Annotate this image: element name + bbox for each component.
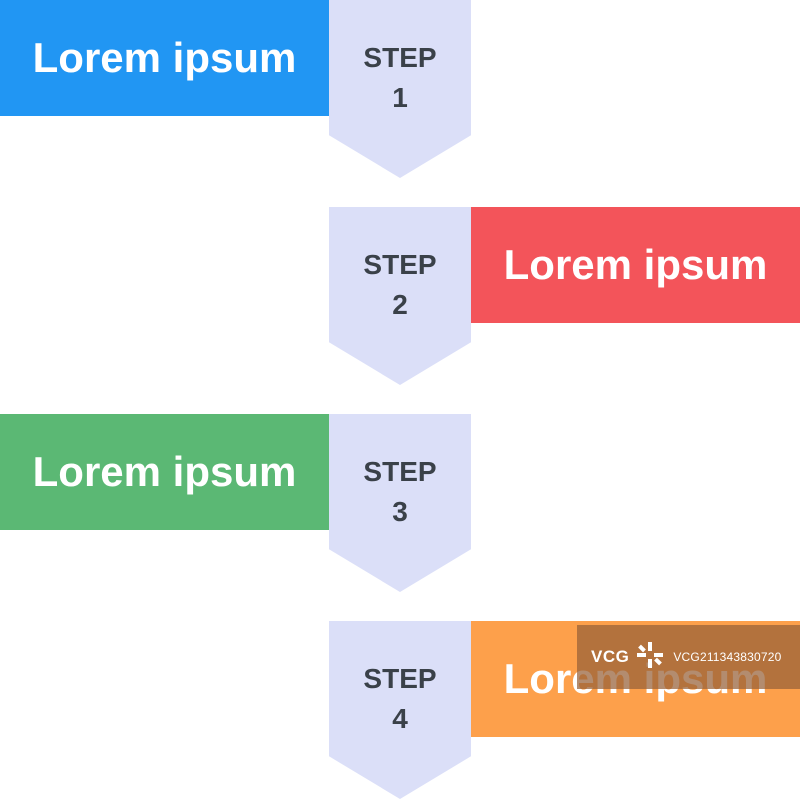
step-3-label-box: Lorem ipsum <box>0 414 329 530</box>
step-2-arrow: STEP 2 <box>329 207 471 385</box>
step-1-label: Lorem ipsum <box>32 34 297 81</box>
step-4-word: STEP <box>363 663 437 694</box>
step-1-label-box: Lorem ipsum <box>0 0 329 116</box>
watermark-id: VCG211343830720 <box>673 650 782 664</box>
step-2-word: STEP <box>363 249 437 280</box>
step-1-number: 1 <box>392 82 408 113</box>
step-3-arrow: STEP 3 <box>329 414 471 592</box>
step-1-arrow: STEP 1 <box>329 0 471 178</box>
step-4-arrow: STEP 4 <box>329 621 471 799</box>
step-2-number: 2 <box>392 289 408 320</box>
step-4-number: 4 <box>392 703 408 734</box>
spark-icon <box>635 640 665 675</box>
step-3-word: STEP <box>363 456 437 487</box>
step-2-label: Lorem ipsum <box>503 241 768 288</box>
watermark-logo: VCG <box>591 647 630 666</box>
step-2-label-box: Lorem ipsum <box>471 207 800 323</box>
step-1-word: STEP <box>363 42 437 73</box>
step-3-number: 3 <box>392 496 408 527</box>
step-3-label: Lorem ipsum <box>32 448 297 495</box>
watermark: VCG VCG211343830720 <box>577 625 800 689</box>
